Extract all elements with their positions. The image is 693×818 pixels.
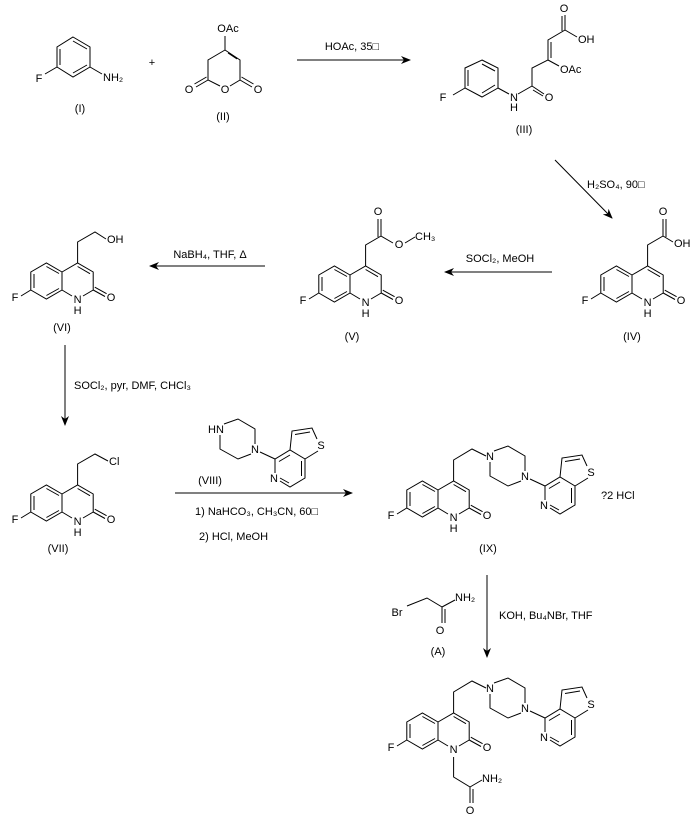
structure-fragment [581, 265, 687, 310]
conditions-step2: H₂SO₄, 90□ [587, 179, 645, 191]
compound-VI: H OH (VI) [11, 231, 124, 334]
bond-lines [453, 680, 487, 713]
atom-label: CH₃ [415, 231, 435, 243]
compound-V: H O O CH₃ (V) [299, 206, 435, 343]
atom-label: O [221, 84, 230, 96]
bond-lines [453, 757, 483, 803]
compound-label: (III) [516, 124, 533, 136]
atom-label: N [510, 92, 518, 104]
atom-label: O [659, 206, 668, 218]
bond-lines [453, 448, 487, 481]
structure-fragment [11, 484, 117, 529]
bond-lines [77, 231, 107, 263]
compound-VII: H Cl (VII) [11, 453, 119, 555]
structure-fragment [387, 712, 493, 757]
compound-label: (II) [216, 111, 229, 123]
atom-label: N [486, 451, 494, 463]
compound-VIII: HN (VIII) [198, 418, 326, 488]
atom-label: F [440, 92, 447, 104]
compound-II: OAc O O O (II) [185, 23, 263, 123]
atom-label: OH [674, 238, 691, 250]
atom-label: H [644, 308, 652, 320]
compound-III: F N H O OAc O OH (III) [440, 3, 595, 136]
atom-label: OAc [217, 23, 239, 35]
conditions-step1: HOAc, 35□ [325, 41, 380, 53]
structure-fragment [219, 418, 326, 488]
bond-lines [406, 597, 456, 623]
conditions-step4: NaBH₄, THF, Δ [173, 249, 247, 261]
compound-label: (I) [75, 103, 85, 115]
atom-label: NH₂ [482, 773, 502, 785]
atom-label: Cl [109, 456, 119, 468]
conditions-step3: SOCl₂, MeOH [466, 253, 535, 265]
final-product: N O NH₂ [387, 677, 596, 817]
atom-label: OH [107, 234, 124, 246]
bond-lines [207, 49, 241, 87]
atom-label: O [395, 239, 404, 251]
salt-label: ?2 HCl [601, 490, 635, 502]
compound-label: (VII) [48, 543, 69, 555]
atom-label: HN [208, 424, 224, 436]
compound-I: F NH₂ (I) [36, 36, 123, 115]
conditions-step5: SOCl₂, pyr, DMF, CHCl₃ [74, 380, 191, 392]
atom-label: H [362, 308, 370, 320]
atom-label: H [74, 527, 82, 539]
compound-IV: H O OH (IV) [581, 206, 691, 343]
bond-lines [365, 219, 416, 266]
bond-lines [56, 36, 91, 78]
plus-sign: + [149, 57, 155, 69]
compound-label: (IX) [479, 543, 497, 555]
bond-lines [647, 219, 674, 266]
reaction-arrow-2 [554, 159, 613, 219]
atom-label: O [545, 92, 554, 104]
atom-label: O [560, 3, 569, 15]
atom-label: Br [392, 607, 403, 619]
atom-label: H [450, 523, 458, 535]
atom-label: NH₂ [455, 592, 475, 604]
atom-label: O [185, 84, 194, 96]
structure-fragment [489, 445, 596, 515]
atom-label: H [74, 305, 82, 317]
compound-label: (A) [431, 646, 446, 658]
atom-label: O [436, 625, 445, 637]
bond-lines [452, 15, 578, 97]
structure-fragment [387, 480, 493, 525]
compound-label: (VI) [53, 322, 71, 334]
conditions-step6b: 2) HCl, MeOH [199, 531, 268, 543]
compound-label: (VIII) [198, 475, 222, 487]
atom-label: OH [578, 34, 595, 46]
atom-label: F [36, 73, 43, 85]
bond-lines [194, 36, 254, 88]
conditions-step6a: 1) NaHCO₃, CH₃CN, 60□ [195, 506, 319, 518]
atom-label: OAc [560, 64, 582, 76]
compound-label: (IV) [623, 331, 641, 343]
structure-fragment [299, 265, 405, 310]
atom-label: N [486, 683, 494, 695]
atom-label: NH₂ [103, 72, 123, 84]
bond-lines [77, 453, 109, 485]
bond-lines [464, 59, 499, 98]
structure-fragment [11, 262, 117, 307]
bond-lines [44, 66, 103, 75]
atom-label: O [374, 206, 383, 218]
compound-label: (V) [345, 331, 360, 343]
compound-A: Br O NH₂ (A) [392, 592, 476, 658]
compound-IX: H N ?2 HCl (IX) [387, 445, 635, 555]
atom-label: O [254, 84, 263, 96]
structure-fragment [489, 677, 596, 747]
atom-label: O [466, 805, 475, 817]
atom-label: H [510, 102, 518, 114]
conditions-step7: KOH, Bu₄NBr, THF [499, 610, 593, 622]
